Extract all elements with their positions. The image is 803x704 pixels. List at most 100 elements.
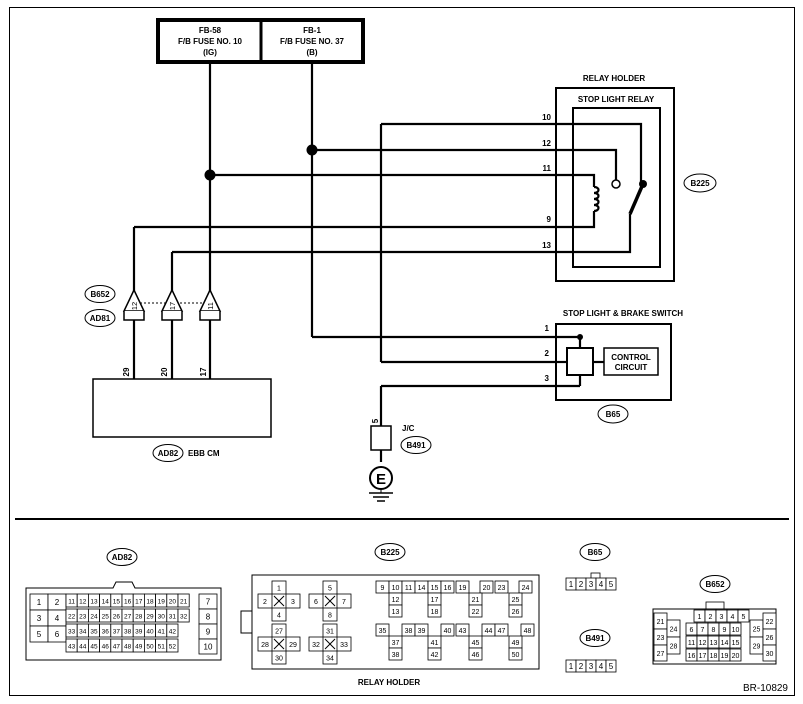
- connector-pin: 35: [88, 623, 101, 638]
- svg-text:21: 21: [472, 597, 480, 604]
- frame: [9, 7, 795, 696]
- svg-text:32: 32: [312, 642, 320, 649]
- connector-pin: 26: [110, 608, 123, 623]
- svg-text:41: 41: [158, 629, 166, 636]
- svg-text:16: 16: [124, 599, 132, 606]
- connector-pin: 5: [322, 580, 338, 595]
- connector-pin: 33: [336, 636, 352, 652]
- relay-connector-text: B225: [690, 179, 710, 188]
- connector-pin: 48: [520, 623, 535, 637]
- svg-text:25: 25: [753, 627, 761, 634]
- svg-text:17: 17: [431, 597, 439, 604]
- connector-pin: 44: [481, 623, 496, 637]
- connector-pin: 24: [88, 608, 101, 623]
- fuse-2-id: FB-1: [303, 26, 321, 35]
- connector-pin: 2: [575, 577, 587, 591]
- connector-pin: 35: [375, 623, 390, 637]
- svg-text:2: 2: [709, 614, 713, 621]
- ecm-pin: 29: [122, 367, 131, 376]
- connector-pin: 46: [468, 647, 483, 661]
- svg-text:35: 35: [90, 629, 98, 636]
- connector-pin: 3: [715, 609, 728, 623]
- svg-text:15: 15: [113, 599, 121, 606]
- svg-text:52: 52: [169, 644, 177, 651]
- ad82-connector-label: AD82: [112, 553, 133, 562]
- connector-pin: 24: [518, 580, 533, 594]
- jc-label: J/C: [402, 424, 415, 433]
- connector-pin: 49: [132, 638, 145, 653]
- connector-pin: 38: [401, 623, 416, 637]
- connector-pin: 11: [65, 593, 78, 608]
- svg-text:27: 27: [124, 614, 132, 621]
- svg-text:28: 28: [261, 642, 269, 649]
- fuse-1-circuit: (IG): [203, 48, 217, 57]
- svg-text:7: 7: [206, 598, 211, 607]
- b491-label: B491: [406, 441, 426, 450]
- relay-connector-pill: [683, 173, 717, 193]
- connector-pin: 12: [696, 635, 709, 649]
- connector-pin: 25: [508, 592, 523, 606]
- ebb-cm: 29 20 17 AD82 EBB CM: [92, 367, 272, 462]
- connector-pin: 22: [65, 608, 78, 623]
- svg-text:19: 19: [158, 599, 166, 606]
- connector-pin: 19: [718, 648, 731, 662]
- connector-pin: 5: [605, 659, 617, 673]
- svg-text:33: 33: [68, 629, 76, 636]
- svg-text:6: 6: [690, 627, 694, 634]
- ad82-pill: [152, 444, 184, 462]
- b225-connector-label: B225: [380, 548, 400, 557]
- b652-connector-label: B652: [705, 580, 725, 589]
- svg-text:4: 4: [731, 614, 735, 621]
- connector-pin: 48: [121, 638, 134, 653]
- relay-pin: 9: [547, 215, 552, 224]
- svg-text:37: 37: [392, 640, 400, 647]
- connector-pin: 21: [653, 612, 668, 630]
- svg-text:14: 14: [721, 640, 729, 647]
- connector-pin: 26: [762, 628, 777, 646]
- svg-text:49: 49: [512, 640, 520, 647]
- connector-pin: 4: [595, 659, 607, 673]
- connector-pin: 39: [132, 623, 145, 638]
- jc-pin: 5: [371, 418, 380, 423]
- connector-pin: 41: [155, 623, 168, 638]
- connector-pin: 4: [595, 577, 607, 591]
- connector-pin: 3: [585, 577, 597, 591]
- joint-connector: 5 J/C B491 E: [369, 418, 432, 502]
- connector-pin: 7: [336, 593, 352, 609]
- connector-pin: 22: [762, 612, 777, 630]
- connector-pin: 1: [565, 659, 577, 673]
- svg-text:29: 29: [753, 644, 761, 651]
- svg-text:42: 42: [169, 629, 177, 636]
- connector-pin: 18: [427, 604, 442, 618]
- ground-symbol: E: [376, 471, 386, 488]
- svg-text:41: 41: [431, 640, 439, 647]
- connector-pin: 14: [414, 580, 429, 594]
- svg-text:12: 12: [79, 599, 87, 606]
- svg-text:2: 2: [55, 598, 60, 607]
- svg-text:30: 30: [766, 651, 774, 658]
- b491-pill: [400, 436, 432, 454]
- svg-text:50: 50: [146, 644, 154, 651]
- connector-pin: 4: [726, 609, 739, 623]
- connector-pin: 15: [427, 580, 442, 594]
- connector-pin: 1: [693, 609, 706, 623]
- svg-text:12: 12: [392, 597, 400, 604]
- svg-text:10: 10: [204, 643, 213, 652]
- connector-pin: 27: [121, 608, 134, 623]
- svg-text:38: 38: [405, 628, 413, 635]
- svg-text:40: 40: [146, 629, 154, 636]
- svg-text:8: 8: [328, 613, 332, 620]
- b65-connector-label: B65: [588, 548, 603, 557]
- connector-pin: 29: [749, 636, 764, 655]
- svg-text:34: 34: [79, 629, 87, 636]
- svg-text:8: 8: [206, 613, 211, 622]
- svg-text:29: 29: [146, 614, 154, 621]
- connector-pin: 42: [166, 623, 179, 638]
- fuse-2-circuit: (B): [306, 48, 317, 57]
- svg-text:45: 45: [90, 644, 98, 651]
- connector-pin: 29: [285, 636, 301, 652]
- connector-pin: 11: [685, 635, 698, 649]
- svg-text:20: 20: [169, 599, 177, 606]
- svg-text:51: 51: [158, 644, 166, 651]
- svg-text:23: 23: [657, 635, 665, 642]
